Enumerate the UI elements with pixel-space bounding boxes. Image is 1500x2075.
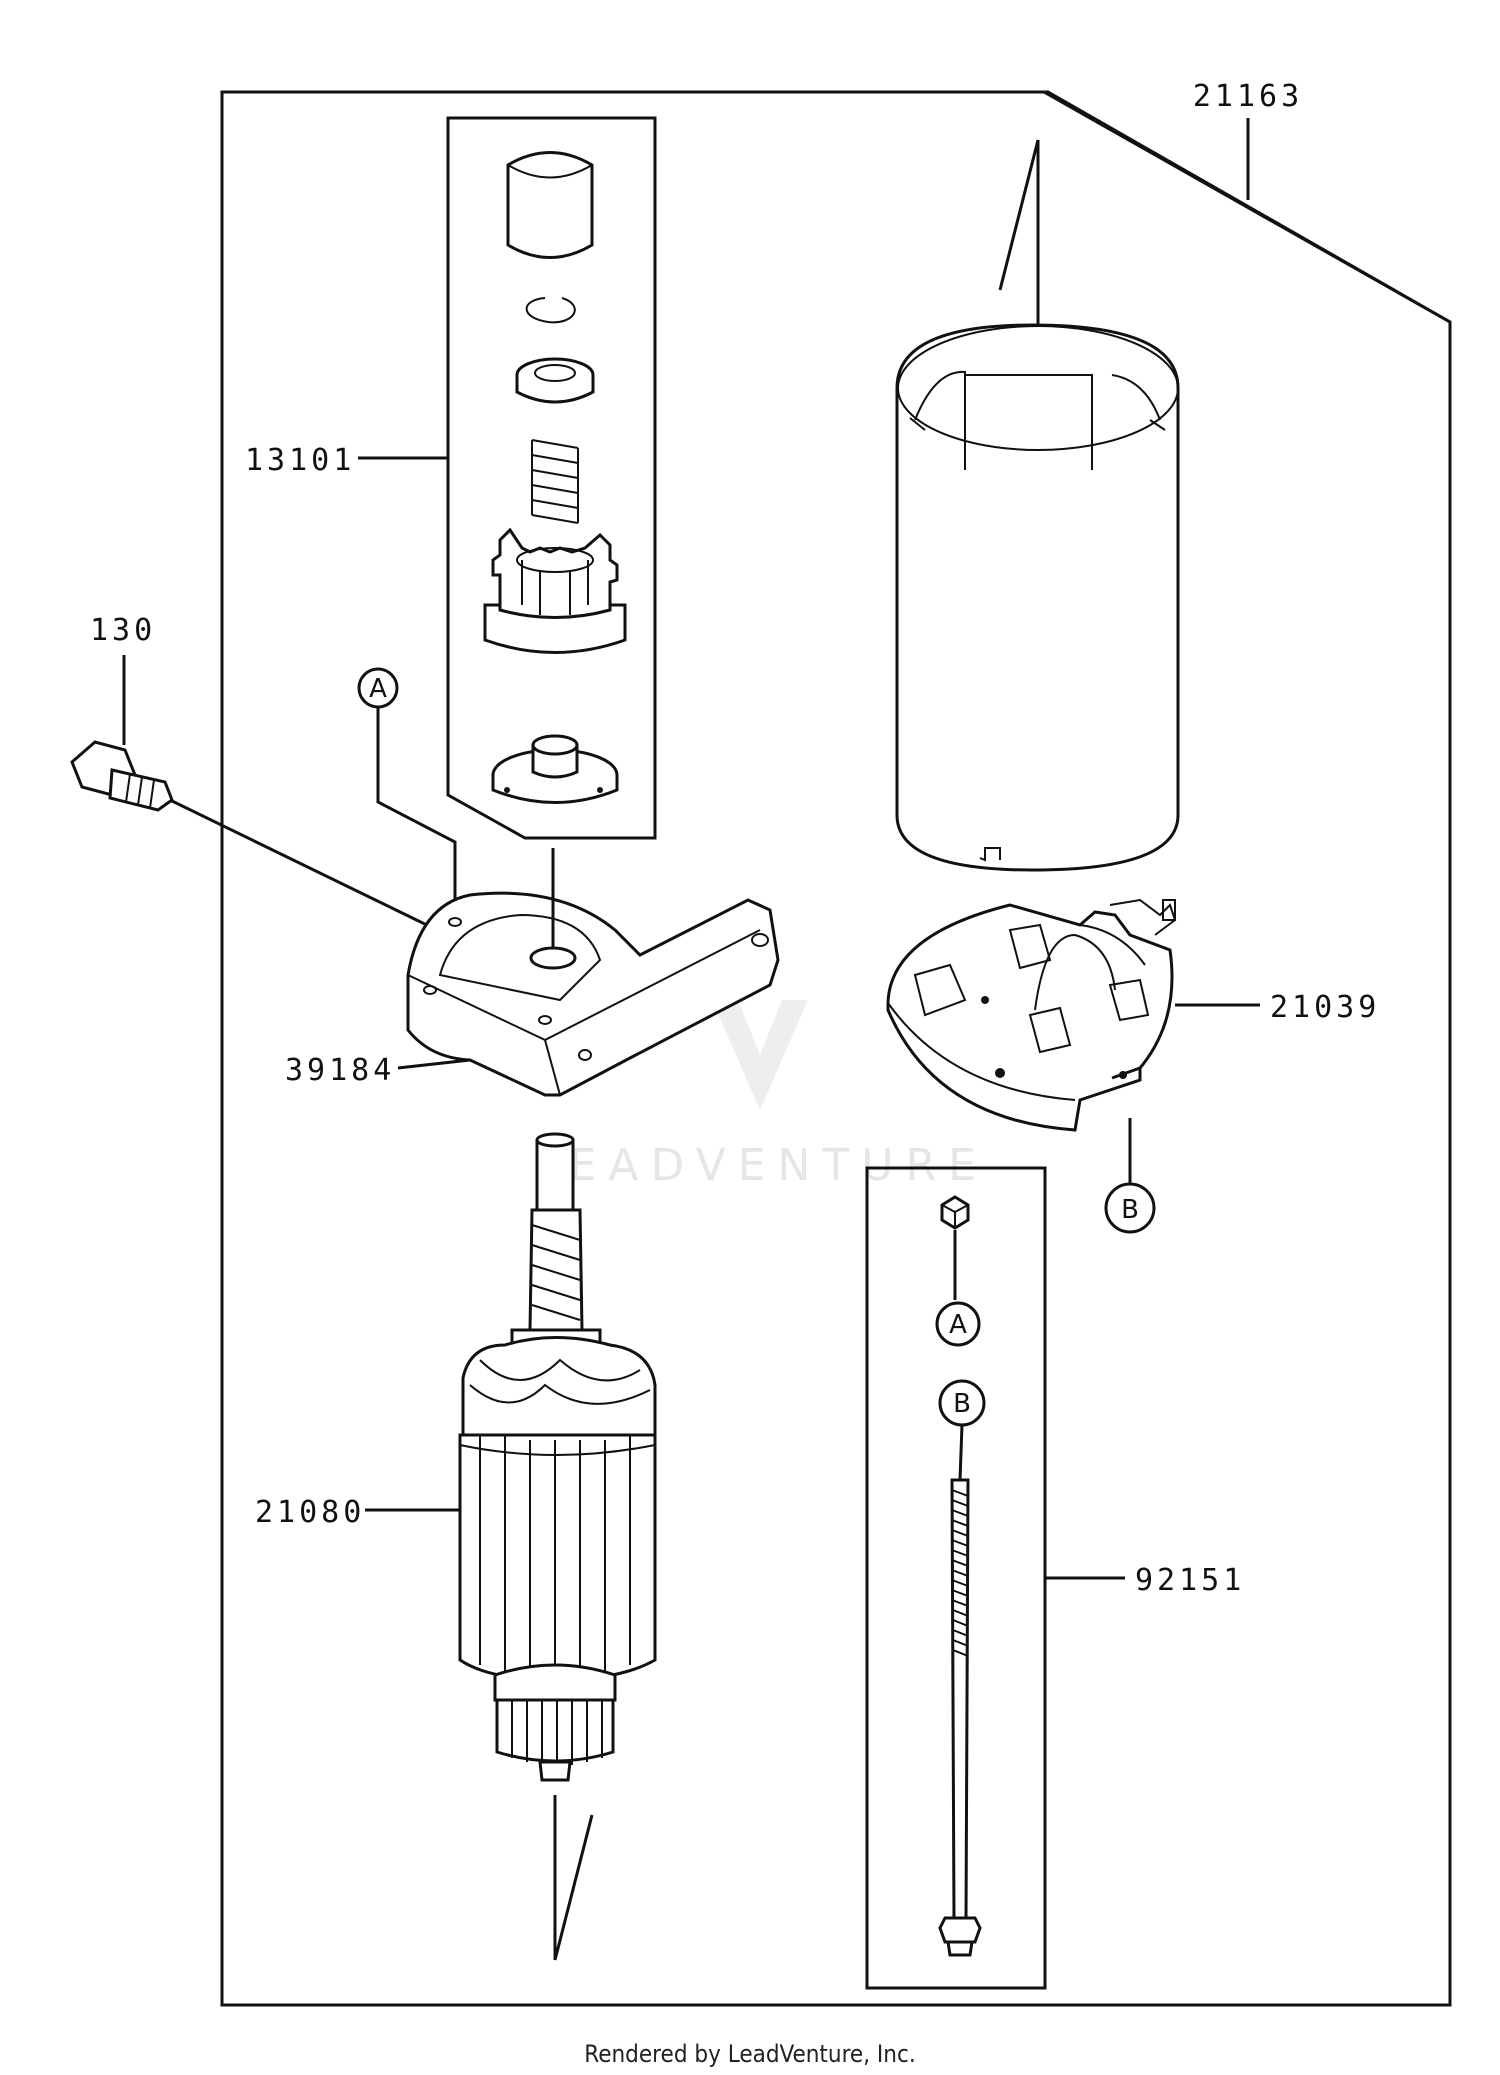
footer-credit: Rendered by LeadVenture, Inc. bbox=[584, 2040, 916, 2068]
leader-bolt bbox=[958, 1424, 964, 1481]
frame-diagonal bbox=[1043, 90, 1451, 324]
callout-92151[interactable]: 92151 bbox=[1135, 1563, 1245, 1598]
pinion-flange bbox=[491, 734, 619, 804]
bolt-130 bbox=[70, 740, 174, 812]
watermark-text: LEADVENTURE bbox=[532, 1140, 988, 1191]
stop-collar bbox=[515, 357, 595, 404]
callout-21039[interactable]: 21039 bbox=[1270, 990, 1380, 1025]
assembly-frame bbox=[220, 90, 1452, 2007]
armature-21080 bbox=[458, 1132, 657, 1782]
leader-a-upper bbox=[376, 707, 457, 905]
mounting-bracket-39184 bbox=[406, 891, 780, 1097]
callout-39184[interactable]: 39184 bbox=[285, 1053, 395, 1088]
pinion-gear bbox=[483, 527, 627, 654]
hex-nut bbox=[940, 1195, 970, 1230]
snap-ring bbox=[525, 297, 576, 324]
marker-a-lower-circle bbox=[935, 1301, 981, 1347]
callout-21163[interactable]: 21163 bbox=[1193, 79, 1303, 114]
pinion-spring bbox=[531, 439, 579, 524]
through-bolt-92151 bbox=[938, 1478, 982, 1957]
leader-39184 bbox=[397, 1058, 471, 1070]
marker-a-upper[interactable]: A bbox=[369, 674, 387, 704]
callout-21080[interactable]: 21080 bbox=[255, 1495, 365, 1530]
marker-b-lower[interactable]: B bbox=[953, 1389, 971, 1419]
subframe-13101 bbox=[446, 116, 657, 840]
callout-130[interactable]: 130 bbox=[90, 613, 156, 648]
armature-axis-line-slant bbox=[553, 1814, 594, 1961]
yoke-axis-line-top bbox=[998, 139, 1040, 291]
callout-13101[interactable]: 13101 bbox=[245, 443, 355, 478]
drive-cap bbox=[506, 151, 594, 259]
brush-holder-21039 bbox=[886, 898, 1177, 1132]
marker-b-upper[interactable]: B bbox=[1121, 1195, 1139, 1225]
marker-a-lower[interactable]: A bbox=[949, 1310, 967, 1340]
yoke-housing-21163 bbox=[895, 323, 1180, 872]
marker-b-upper-circle bbox=[1104, 1182, 1156, 1234]
